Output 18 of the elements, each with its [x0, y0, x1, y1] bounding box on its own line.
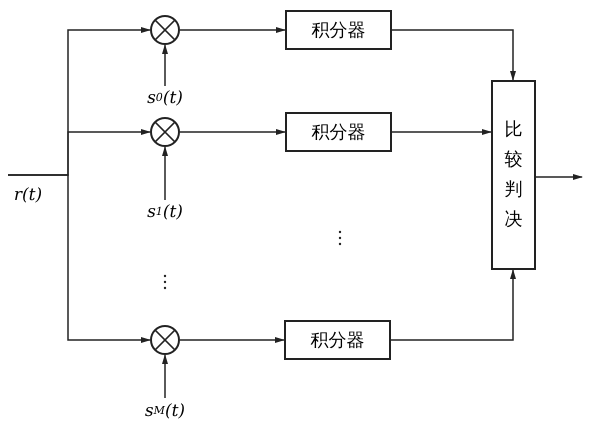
arrow	[162, 44, 168, 88]
decision-box: 比较判决	[491, 80, 536, 270]
arrow	[162, 146, 168, 202]
multiplier-circle	[150, 325, 180, 355]
arrow	[8, 174, 151, 343]
arrow	[180, 129, 286, 135]
arrow	[392, 29, 516, 81]
arrow	[180, 27, 286, 33]
multiplier-circle	[150, 117, 180, 147]
integrator-box: 积分器	[284, 320, 391, 360]
integrator-box: 积分器	[285, 10, 392, 50]
arrow	[392, 129, 492, 135]
arrow	[180, 337, 285, 343]
arrow	[536, 174, 583, 180]
integrator-box: 积分器	[285, 112, 392, 152]
arrow	[162, 354, 168, 400]
multiplier-circle	[150, 15, 180, 45]
arrow	[391, 269, 516, 341]
